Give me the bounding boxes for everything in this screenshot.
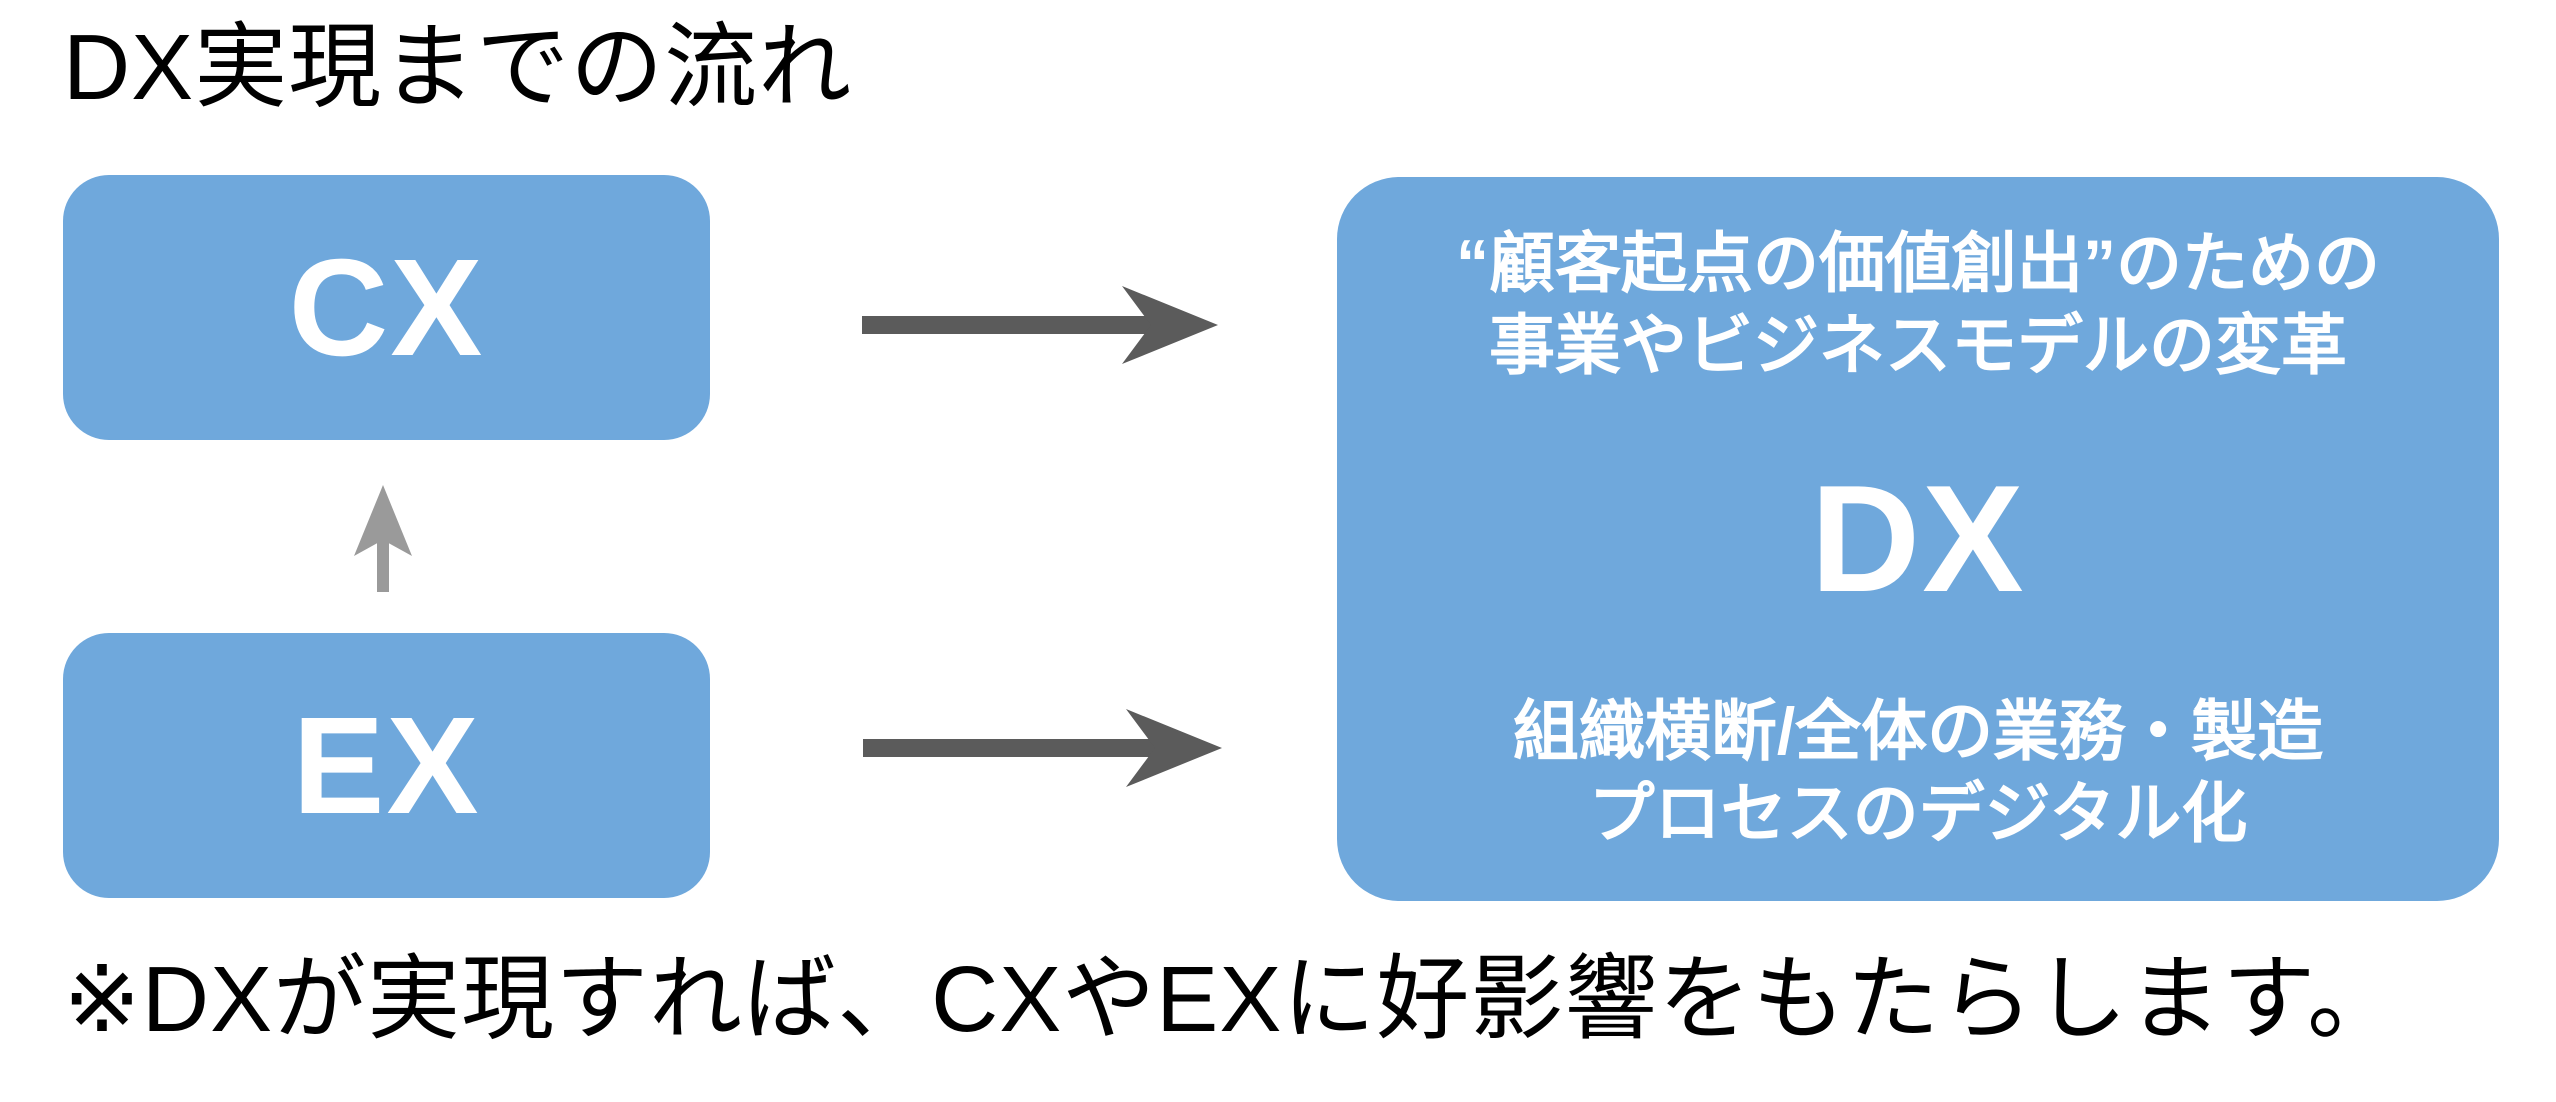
ex-to-cx-up-arrow-icon: [354, 485, 412, 592]
cx-box: CX: [63, 175, 710, 440]
dx-box-bottom-text-line2: プロセスのデジタル化: [1588, 776, 2248, 851]
ex-to-cx-arrow-head: [354, 485, 412, 556]
ex-to-dx-arrow-head: [1126, 709, 1222, 787]
cx-box-label: CX: [288, 230, 485, 385]
cx-to-dx-arrow-shaft: [862, 316, 1157, 334]
footnote-text: ※DXが実現すれば、CXやEXに好影響をもたらします。: [63, 947, 2402, 1051]
dx-box-label: DX: [1810, 454, 2026, 624]
cx-to-dx-right-arrow-icon: [862, 286, 1218, 364]
page-title: DX実現までの流れ: [63, 15, 853, 119]
dx-box-top-text-line1: “顧客起点の価値創出”のための: [1456, 226, 2380, 300]
dx-box-top-text-line2: 事業やビジネスモデルの変革: [1489, 307, 2347, 382]
ex-to-dx-arrow-shaft: [863, 739, 1158, 757]
dx-box-bottom-text-line1: 組織横断/全体の業務・製造: [1512, 694, 2324, 769]
ex-to-cx-arrow-shaft: [377, 538, 389, 592]
cx-to-dx-arrow-head: [1122, 286, 1218, 364]
dx-box-bottom-text: 組織横断/全体の業務・製造 プロセスのデジタル化: [1513, 691, 2323, 855]
ex-box: EX: [63, 633, 710, 898]
ex-to-dx-right-arrow-icon: [863, 709, 1222, 787]
dx-box-top-text: “顧客起点の価値創出”のための 事業やビジネスモデルの変革: [1456, 223, 2380, 387]
ex-box-label: EX: [292, 688, 481, 843]
dx-box: “顧客起点の価値創出”のための 事業やビジネスモデルの変革 DX 組織横断/全体…: [1337, 177, 2499, 901]
